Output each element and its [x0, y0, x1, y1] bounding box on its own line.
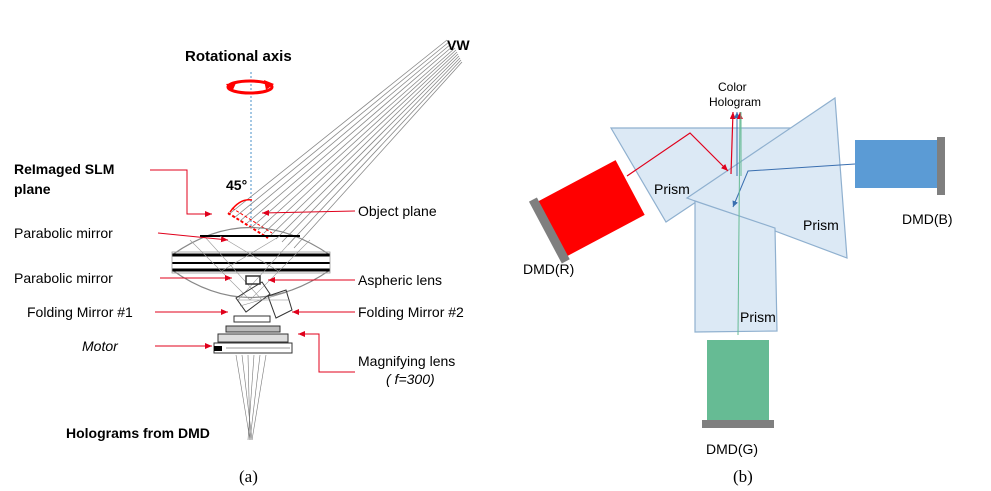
- panel-a: VW Rotational axis 45° ReImaged SLM plan…: [14, 37, 470, 486]
- parabolic-mirror-top-label: Parabolic mirror: [14, 225, 113, 241]
- prism-right-label: Prism: [803, 217, 839, 233]
- parabolic-mirror-bottom-label: Parabolic mirror: [14, 270, 113, 286]
- angle-arc: [229, 199, 253, 213]
- light-paths: [626, 111, 856, 336]
- parabolic-mirrors: [171, 226, 331, 301]
- slm-plane-label-2: plane: [14, 181, 51, 197]
- caption-b: (b): [733, 467, 753, 486]
- motor-label: Motor: [82, 338, 119, 354]
- focal-length-label: ( f=300): [386, 371, 435, 387]
- dmd-b-label: DMD(B): [902, 211, 953, 227]
- rotational-axis-label: Rotational axis: [185, 48, 292, 65]
- ray-bundle: [227, 39, 463, 249]
- dmd-r: [528, 160, 645, 264]
- folding-mirror-2-label: Folding Mirror #2: [358, 304, 464, 320]
- prism-bottom: [694, 200, 778, 333]
- object-plane-label: Object plane: [358, 203, 437, 219]
- dmd-rays: [235, 354, 267, 441]
- panel-b: Color Hologram Prism Prism Prism DMD(R) …: [523, 80, 953, 486]
- dmd-b: [855, 137, 945, 195]
- magnifying-lens-label: Magnifying lens: [358, 353, 455, 369]
- aspheric-lens-label: Aspheric lens: [358, 272, 442, 288]
- prism-left-label: Prism: [654, 181, 690, 197]
- folding-mirrors: [235, 275, 293, 319]
- slm-plane-line: [227, 212, 269, 239]
- callout-arrows: [150, 169, 356, 373]
- slm-plane-label-1: ReImaged SLM: [14, 161, 114, 177]
- vw-label: VW: [447, 37, 470, 53]
- folding-mirror-1-label: Folding Mirror #1: [27, 304, 133, 320]
- dmd-g: [702, 340, 774, 428]
- dmd-g-label: DMD(G): [706, 441, 758, 457]
- dmd-r-label: DMD(R): [523, 261, 574, 277]
- color-hologram-label-2: Hologram: [709, 95, 761, 109]
- color-hologram-label-1: Color: [718, 80, 747, 94]
- caption-a: (a): [239, 467, 258, 486]
- holograms-label: Holograms from DMD: [66, 425, 210, 441]
- rotation-arrow-icon: [226, 79, 274, 95]
- angle-label: 45°: [226, 177, 247, 193]
- motor-assembly: [213, 315, 293, 354]
- prism-bottom-label: Prism: [740, 309, 776, 325]
